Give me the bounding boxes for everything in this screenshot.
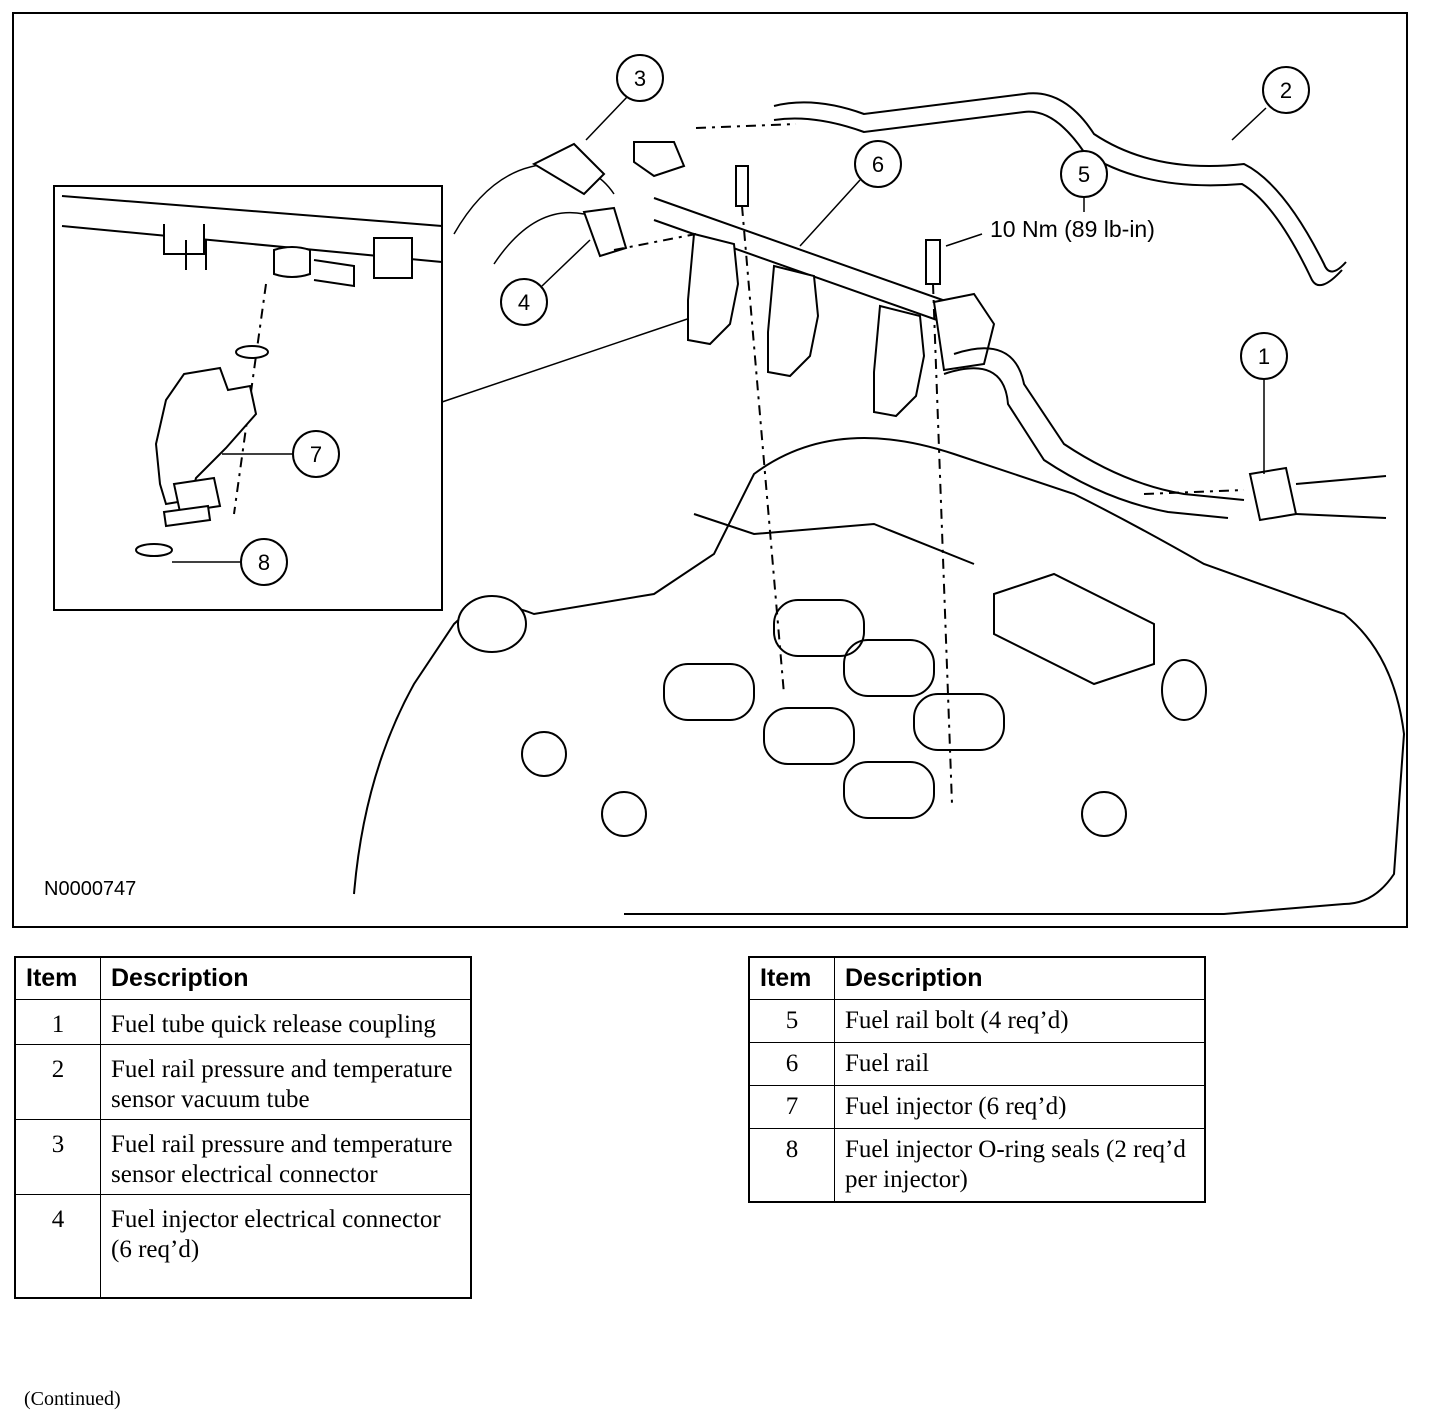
svg-text:3: 3: [634, 66, 646, 91]
legend-table-right: Item Description 5 Fuel rail bolt (4 req…: [748, 956, 1206, 1203]
callout-7: 7: [292, 430, 340, 478]
legend-row: 5 Fuel rail bolt (4 req’d): [748, 999, 1206, 1043]
legend-item-number: 1: [14, 999, 101, 1045]
item-column-header: Item: [14, 956, 101, 1000]
callout-1: 1: [1240, 332, 1288, 474]
callout-4: 4: [500, 239, 591, 326]
legend-item-description: Fuel rail pressure and temperature senso…: [100, 1044, 472, 1120]
legend-row: 2 Fuel rail pressure and temperature sen…: [14, 1044, 472, 1120]
legend-item-number: 3: [14, 1119, 101, 1195]
svg-text:6: 6: [872, 152, 884, 177]
legend-header-row: Item Description: [14, 956, 472, 1000]
legend-row: 8 Fuel injector O-ring seals (2 req’d pe…: [748, 1128, 1206, 1203]
legend-item-description: Fuel rail bolt (4 req’d): [834, 999, 1206, 1043]
continued-note: (Continued): [24, 1388, 121, 1410]
inset-o-ring-upper: [235, 345, 269, 359]
quick-release-coupling: [1143, 466, 1387, 522]
svg-text:7: 7: [310, 442, 322, 467]
legend-item-number: 4: [14, 1194, 101, 1299]
detail-leader-line: [441, 309, 715, 403]
legend-row: 1 Fuel tube quick release coupling: [14, 999, 472, 1045]
svg-text:2: 2: [1280, 78, 1292, 103]
legend-item-number: 6: [748, 1042, 835, 1086]
figure-id-label: N0000747: [44, 878, 137, 900]
pressure-sensor-connector: [633, 141, 686, 178]
legend-row: 3 Fuel rail pressure and temperature sen…: [14, 1119, 472, 1195]
legend-item-description: Fuel rail: [834, 1042, 1206, 1086]
exploded-view-diagram: 1 2 3 4 5 6 7: [12, 12, 1408, 928]
rail-injectors: [687, 232, 926, 418]
svg-text:1: 1: [1258, 344, 1270, 369]
legend-table-left: Item Description 1 Fuel tube quick relea…: [14, 956, 472, 1299]
legend-item-description: Fuel tube quick release coupling: [100, 999, 472, 1045]
vacuum-tube: [695, 92, 1347, 287]
torque-spec-label: 10 Nm (89 lb-in): [990, 216, 1155, 242]
callout-5: 5: [1060, 150, 1108, 212]
legend-item-number: 7: [748, 1085, 835, 1129]
legend-item-description: Fuel rail pressure and temperature senso…: [100, 1119, 472, 1195]
svg-text:8: 8: [258, 550, 270, 575]
diagram-artwork: 1 2 3 4 5 6 7: [53, 54, 1406, 915]
legend-item-description: Fuel injector electrical connector (6 re…: [100, 1194, 472, 1299]
inset-fuel-injector: [135, 283, 294, 563]
description-column-header: Description: [834, 956, 1206, 1000]
oil-filler-cap: [457, 595, 527, 653]
injector-electrical-connector: [453, 142, 697, 265]
legend-row: 7 Fuel injector (6 req’d): [748, 1085, 1206, 1129]
legend-header-row: Item Description: [748, 956, 1206, 1000]
callout-8: 8: [240, 538, 288, 586]
inset-fuel-rail: [61, 195, 443, 288]
legend-item-number: 8: [748, 1128, 835, 1203]
item-column-header: Item: [748, 956, 835, 1000]
legend-item-number: 2: [14, 1044, 101, 1120]
legend-item-number: 5: [748, 999, 835, 1043]
svg-text:4: 4: [518, 290, 530, 315]
callout-6: 6: [799, 140, 902, 247]
detail-inset-box: [53, 185, 443, 611]
legend-row: 6 Fuel rail: [748, 1042, 1206, 1086]
legend-item-description: Fuel injector (6 req’d): [834, 1085, 1206, 1129]
description-column-header: Description: [100, 956, 472, 1000]
callout-2: 2: [1231, 66, 1310, 141]
engine-intake-manifold: [353, 437, 1406, 915]
legend-row: 4 Fuel injector electrical connector (6 …: [14, 1194, 472, 1299]
svg-text:5: 5: [1078, 162, 1090, 187]
callout-3: 3: [585, 54, 664, 141]
legend-item-description: Fuel injector O-ring seals (2 req’d per …: [834, 1128, 1206, 1203]
inset-o-ring-lower: [135, 543, 173, 557]
